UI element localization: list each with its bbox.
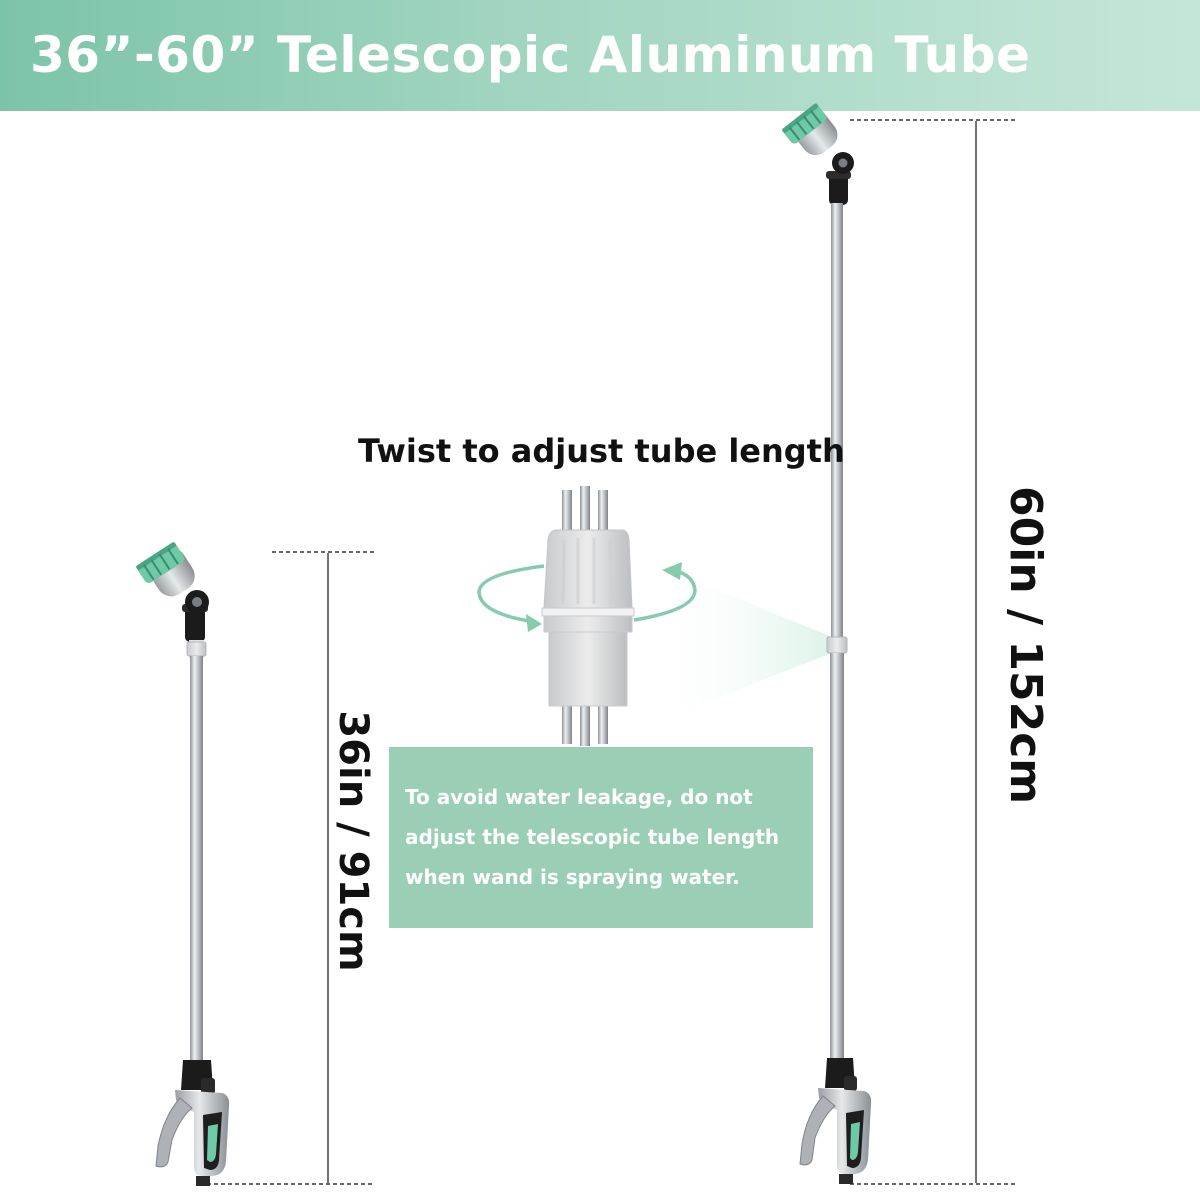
twist-instruction-heading: Twist to adjust tube length (358, 432, 845, 470)
trigger-handle-icon (155, 1060, 230, 1186)
warning-note-line: adjust the telescopic tube length (405, 825, 780, 849)
warning-note-line: To avoid water leakage, do not (405, 785, 753, 809)
spray-nozzle-icon (136, 542, 209, 642)
short-dimension-guide (200, 551, 374, 1185)
joint-highlight-beam (655, 565, 832, 722)
twist-joint-closeup (477, 486, 697, 746)
warning-note-text: To avoid water leakage, do not adjust th… (405, 777, 805, 897)
short-wand (136, 542, 230, 1186)
short-length-label: 36in / 91cm (330, 710, 376, 972)
rotate-arrows-icon (477, 562, 697, 632)
banner-title: 36”-60” Telescopic Aluminum Tube (30, 26, 1031, 84)
title-banner: 36”-60” Telescopic Aluminum Tube (0, 0, 1200, 111)
trigger-handle-icon (799, 1058, 872, 1184)
long-length-label: 60in / 152cm (1000, 486, 1051, 805)
warning-note-line: when wand is spraying water. (405, 865, 740, 889)
spray-nozzle-icon (782, 103, 854, 205)
long-wand (782, 103, 872, 1184)
long-dimension-guide (850, 119, 1018, 1185)
warning-note-box: To avoid water leakage, do not adjust th… (389, 747, 813, 928)
